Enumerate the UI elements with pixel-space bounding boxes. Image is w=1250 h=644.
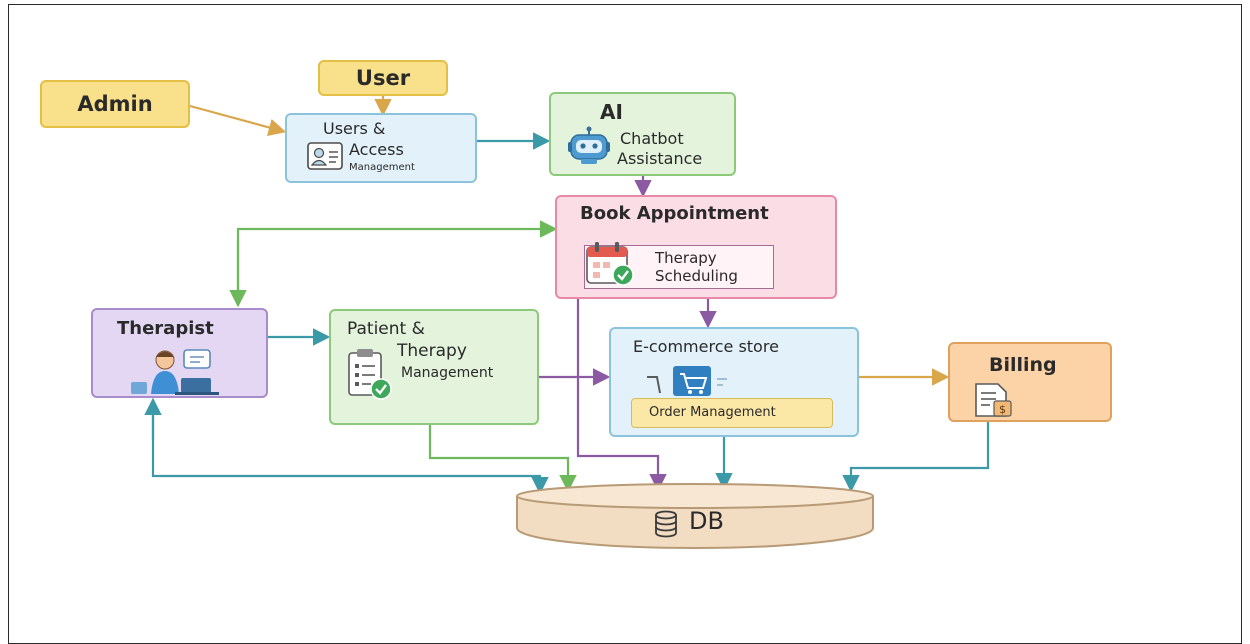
therapist-laptop-icon: [131, 349, 219, 395]
ecommerce-store-node: E-commerce store Order Management: [609, 327, 859, 437]
admin-label: Admin: [77, 92, 153, 116]
user-node: User: [318, 60, 448, 96]
patient-line3: Management: [401, 365, 494, 381]
invoice-icon: $: [975, 383, 1012, 417]
users-access-line3: Management: [349, 162, 415, 173]
arrow-admin-to-access: [189, 104, 287, 137]
database-icon: [655, 510, 677, 538]
billing-label: Billing: [989, 354, 1057, 376]
ai-chatbot-node: AI Chatbot Assistance: [549, 92, 736, 176]
therapy-scheduling-line2: Scheduling: [655, 267, 738, 285]
database-cylinder: [516, 483, 874, 549]
book-appointment-node: Book Appointment Therapy Scheduling: [555, 195, 837, 299]
billing-node: Billing $: [948, 342, 1112, 422]
ai-title: AI: [600, 100, 623, 124]
order-management-box: Order Management: [631, 398, 833, 428]
arrow-therapist-book-loop: [236, 220, 558, 304]
therapist-label: Therapist: [117, 318, 214, 339]
order-management-label: Order Management: [649, 405, 776, 420]
patient-line1: Patient &: [347, 319, 425, 339]
db-label: DB: [689, 507, 724, 535]
arrow-book-to-db: [576, 298, 667, 492]
clipboard-check-icon: [348, 349, 392, 400]
connections-layer: [144, 96, 990, 495]
svg-text:$: $: [999, 403, 1006, 416]
users-access-node: Users & Access Management: [285, 113, 477, 183]
shopping-cart-icon: [647, 366, 727, 396]
arrow-patient-to-db: [428, 425, 577, 493]
user-label: User: [355, 66, 411, 90]
patient-therapy-node: Patient & Therapy Management: [329, 309, 539, 425]
arrow-billing-to-db: [842, 422, 990, 493]
ai-line1: Chatbot: [620, 129, 684, 148]
users-access-line2: Access: [349, 140, 404, 159]
robot-icon: [568, 126, 610, 164]
user-id-card-icon: [307, 142, 343, 170]
ecommerce-title: E-commerce store: [633, 337, 779, 356]
calendar-check-icon: [586, 242, 634, 286]
patient-line2: Therapy: [397, 341, 467, 361]
users-access-line1: Users &: [323, 119, 386, 138]
book-appointment-title: Book Appointment: [580, 203, 769, 224]
therapist-node: Therapist: [91, 308, 268, 398]
admin-node: Admin: [40, 80, 190, 128]
ai-line2: Assistance: [617, 149, 703, 168]
therapy-scheduling-line1: Therapy: [655, 249, 717, 267]
